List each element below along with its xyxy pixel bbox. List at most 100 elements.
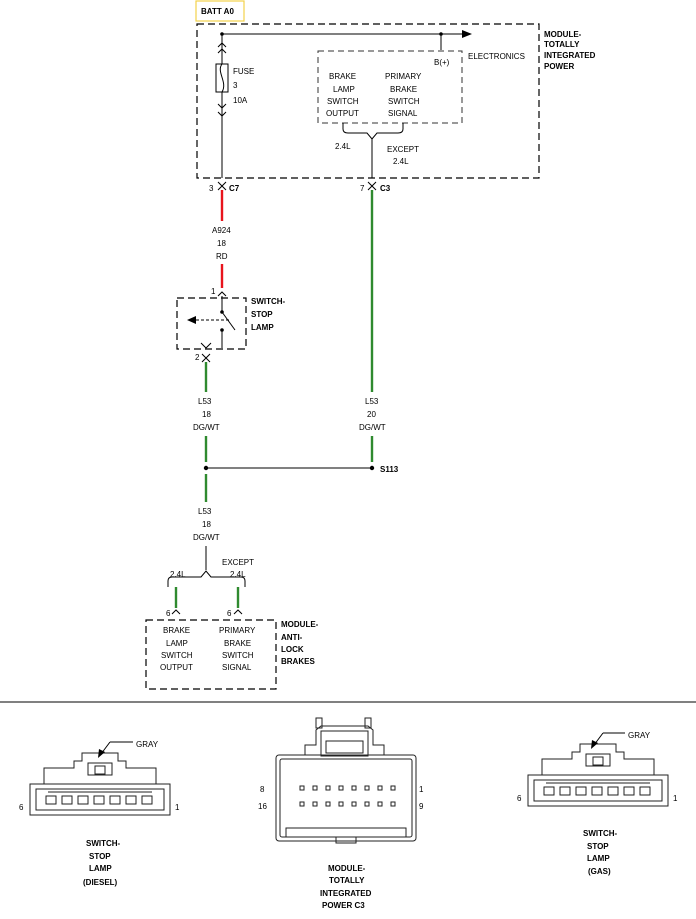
svg-text:BRAKE: BRAKE (224, 639, 251, 648)
svg-text:FUSE: FUSE (233, 67, 254, 76)
abs-option-2-4l: 2.4L (170, 570, 186, 579)
tipm-c3-pin-16: 16 (258, 802, 267, 811)
svg-text:LAMP: LAMP (89, 864, 112, 873)
svg-text:MODULE-: MODULE- (281, 620, 319, 629)
tipm-c3-pin-1: 1 (419, 785, 424, 794)
tipm-brake-lamp-switch-output-label: BRAKE LAMP SWITCH OUTPUT (326, 72, 359, 118)
tipm-c3-pin-9: 9 (419, 802, 424, 811)
tipm-primary-brake-switch-signal-label: PRIMARY BRAKE SWITCH SIGNAL (385, 72, 422, 118)
svg-text:INTEGRATED: INTEGRATED (320, 889, 372, 898)
electronics-label: ELECTRONICS (468, 52, 525, 61)
svg-text:2.4L: 2.4L (230, 570, 246, 579)
electronics-subbox (317, 50, 463, 124)
abs-module-title: MODULE- ANTI- LOCK BRAKES (281, 620, 319, 666)
stop-lamp-switch-icon (187, 296, 236, 349)
svg-text:SWITCH-: SWITCH- (583, 829, 618, 838)
svg-text:RD: RD (216, 252, 228, 261)
svg-text:OUTPUT: OUTPUT (160, 663, 193, 672)
abs-primary-brake-switch-signal-label: PRIMARY BRAKE SWITCH SIGNAL (219, 626, 256, 672)
svg-text:(DIESEL): (DIESEL) (83, 878, 118, 887)
svg-text:STOP: STOP (89, 852, 111, 861)
svg-text:LAMP: LAMP (333, 85, 355, 94)
svg-text:SWITCH-: SWITCH- (86, 839, 121, 848)
svg-text:(GAS): (GAS) (588, 867, 611, 876)
switch-pin-1: 1 (211, 287, 216, 296)
splice-label: S113 (380, 465, 399, 474)
wire-l53-bottom-label: L53 18 DG/WT (193, 507, 220, 542)
c7-connector-label: C7 (229, 184, 240, 193)
svg-text:BRAKE: BRAKE (329, 72, 356, 81)
svg-text:L53: L53 (198, 507, 212, 516)
source-label: BATT A0 (201, 7, 234, 16)
splice-right-node (369, 465, 375, 471)
gas-pin-right: 1 (673, 794, 678, 803)
gas-connector-color: GRAY (628, 731, 651, 740)
svg-text:SWITCH: SWITCH (161, 651, 193, 660)
tipm-option-except-2-4l: EXCEPT 2.4L (387, 145, 419, 166)
c3-connector-label: C3 (380, 184, 391, 193)
svg-text:3: 3 (233, 81, 238, 90)
svg-text:MODULE-: MODULE- (544, 30, 582, 39)
svg-text:POWER C3: POWER C3 (322, 901, 365, 910)
gas-pin-left: 6 (517, 794, 522, 803)
svg-text:TOTALLY: TOTALLY (544, 40, 580, 49)
svg-text:10A: 10A (233, 96, 248, 105)
abs-brake-lamp-switch-output-label: BRAKE LAMP SWITCH OUTPUT (160, 626, 193, 672)
connector-diesel-switch-icon (29, 741, 171, 816)
svg-text:PRIMARY: PRIMARY (385, 72, 422, 81)
bplus-label: B(+) (434, 58, 450, 67)
svg-text:STOP: STOP (251, 310, 273, 319)
svg-text:18: 18 (202, 410, 211, 419)
svg-text:SWITCH-: SWITCH- (251, 297, 286, 306)
svg-text:L53: L53 (365, 397, 379, 406)
svg-text:MODULE-: MODULE- (328, 864, 366, 873)
svg-text:20: 20 (367, 410, 376, 419)
diesel-connector-color: GRAY (136, 740, 159, 749)
svg-text:LAMP: LAMP (251, 323, 274, 332)
svg-text:A924: A924 (212, 226, 231, 235)
c3-pin-number: 7 (360, 184, 365, 193)
svg-text:2.4L: 2.4L (393, 157, 409, 166)
svg-text:POWER: POWER (544, 62, 574, 71)
svg-text:SWITCH: SWITCH (388, 97, 420, 106)
svg-text:OUTPUT: OUTPUT (326, 109, 359, 118)
c7-pin-icon (217, 181, 227, 191)
svg-text:SIGNAL: SIGNAL (388, 109, 418, 118)
svg-text:EXCEPT: EXCEPT (222, 558, 254, 567)
svg-text:18: 18 (202, 520, 211, 529)
tipm-option-2-4l: 2.4L (335, 142, 351, 151)
fuse-label: FUSE 3 10A (233, 67, 254, 105)
diesel-pin-right: 1 (175, 803, 180, 812)
tipm-c3-pin-8: 8 (260, 785, 265, 794)
svg-text:SIGNAL: SIGNAL (222, 663, 252, 672)
svg-text:LOCK: LOCK (281, 645, 304, 654)
svg-text:BRAKE: BRAKE (163, 626, 190, 635)
svg-text:BRAKES: BRAKES (281, 657, 315, 666)
svg-text:LAMP: LAMP (587, 854, 610, 863)
svg-text:SWITCH: SWITCH (327, 97, 359, 106)
svg-text:LAMP: LAMP (166, 639, 188, 648)
svg-text:L53: L53 (198, 397, 212, 406)
svg-text:SWITCH: SWITCH (222, 651, 254, 660)
svg-text:DG/WT: DG/WT (193, 423, 220, 432)
tipm-module-title: MODULE- TOTALLY INTEGRATED POWER (544, 30, 596, 71)
diesel-connector-caption: SWITCH- STOP LAMP (DIESEL) (83, 839, 121, 887)
connector-gas-switch-icon (527, 732, 669, 807)
svg-text:INTEGRATED: INTEGRATED (544, 51, 596, 60)
wire-a924-label: A924 18 RD (212, 226, 231, 261)
abs-option-except-2-4l: EXCEPT 2.4L (222, 558, 254, 579)
svg-text:18: 18 (217, 239, 226, 248)
source-label-box (195, 0, 245, 22)
svg-text:DG/WT: DG/WT (359, 423, 386, 432)
abs-module-boundary (145, 619, 277, 690)
wire-l53-right-label: L53 20 DG/WT (359, 397, 386, 432)
abs-pin-right: 6 (227, 609, 232, 618)
wire-l53-left-label: L53 18 DG/WT (193, 397, 220, 432)
abs-option-bracket (167, 570, 246, 587)
svg-text:ANTI-: ANTI- (281, 633, 303, 642)
c7-pin-number: 3 (209, 184, 214, 193)
connector-tipm-c3-icon (275, 717, 417, 844)
stop-lamp-switch-boundary (176, 297, 247, 350)
svg-text:EXCEPT: EXCEPT (387, 145, 419, 154)
